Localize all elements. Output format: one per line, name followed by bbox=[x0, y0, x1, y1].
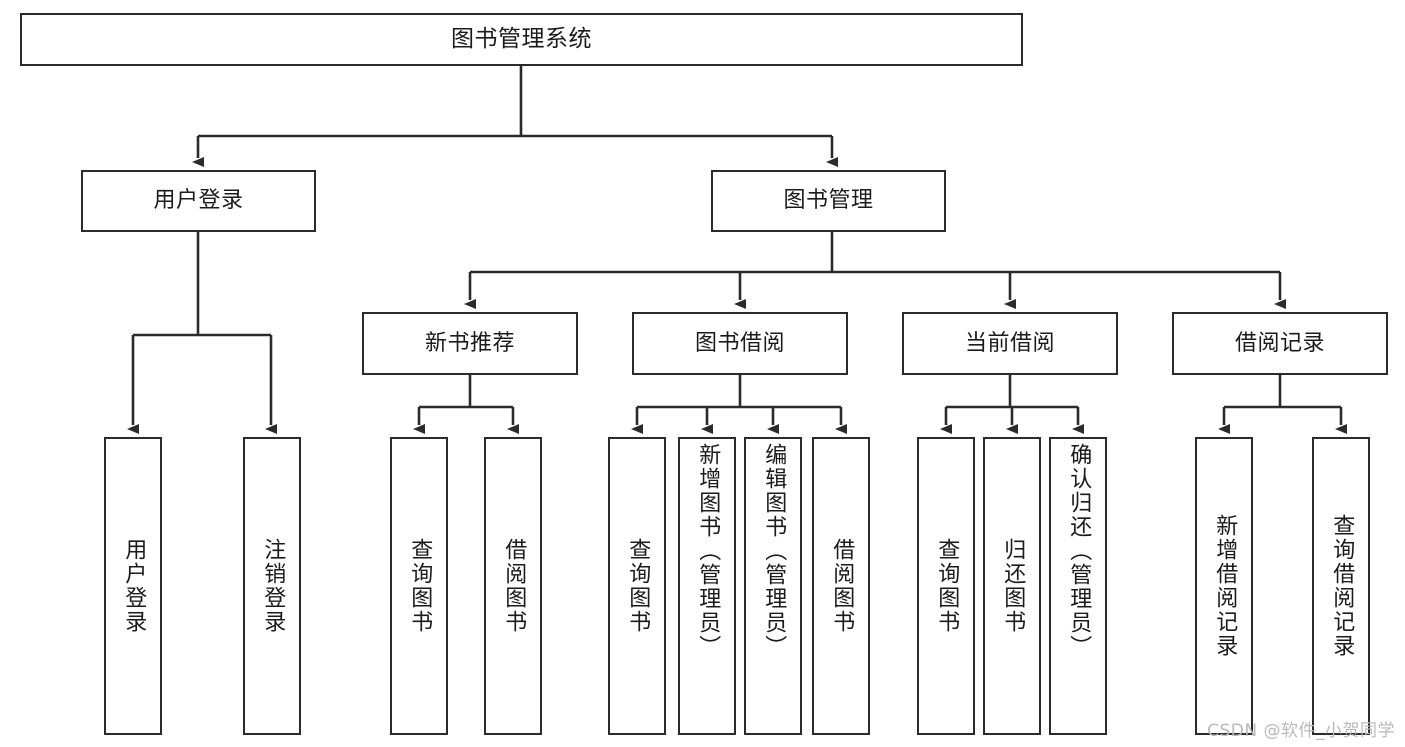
node-leaf-query-book-2[interactable]: 查询图书 bbox=[608, 437, 666, 735]
node-leaf-query-book-1[interactable]: 查询图书 bbox=[390, 437, 448, 735]
node-leaf-query-book-1-label: 查询图书 bbox=[407, 538, 433, 634]
node-user-login-label: 用户登录 bbox=[153, 188, 244, 214]
node-leaf-query-borrow-record[interactable]: 查询借阅记录 bbox=[1312, 437, 1370, 735]
edge-borrow-record-to-leaves bbox=[1218, 375, 1347, 434]
node-leaf-query-book-3[interactable]: 查询图书 bbox=[917, 437, 975, 735]
node-book-manage-label: 图书管理 bbox=[783, 188, 874, 214]
node-root[interactable]: 图书管理系统 bbox=[20, 13, 1023, 66]
node-book-manage[interactable]: 图书管理 bbox=[711, 170, 946, 232]
edge-root-to-level1 bbox=[192, 66, 838, 167]
node-leaf-borrow-book-1-label: 借阅图书 bbox=[501, 538, 527, 634]
node-leaf-borrow-book-2-label: 借阅图书 bbox=[829, 538, 855, 634]
node-leaf-query-book-3-label: 查询图书 bbox=[934, 538, 960, 634]
edge-user-login-to-leaves bbox=[127, 232, 277, 434]
node-user-login[interactable]: 用户登录 bbox=[81, 170, 316, 232]
watermark-text: CSDN @软件_小贺同学 bbox=[1207, 721, 1395, 741]
node-borrow-record[interactable]: 借阅记录 bbox=[1172, 312, 1388, 375]
edge-book-borrow-to-leaves bbox=[631, 375, 847, 434]
node-current-borrow[interactable]: 当前借阅 bbox=[902, 312, 1118, 375]
node-leaf-confirm-return-admin-label: 确认归还（管理员） bbox=[1066, 443, 1092, 659]
node-new-book-rec[interactable]: 新书推荐 bbox=[362, 312, 578, 375]
node-leaf-borrow-book-1[interactable]: 借阅图书 bbox=[484, 437, 542, 735]
node-new-book-rec-label: 新书推荐 bbox=[424, 330, 515, 356]
node-leaf-logout[interactable]: 注销登录 bbox=[243, 437, 301, 735]
node-leaf-edit-book-admin[interactable]: 编辑图书（管理员） bbox=[744, 437, 802, 735]
node-leaf-logout-label: 注销登录 bbox=[260, 538, 286, 634]
node-leaf-edit-book-admin-label: 编辑图书（管理员） bbox=[761, 443, 787, 659]
node-book-borrow-label: 图书借阅 bbox=[694, 330, 785, 356]
node-leaf-add-book-admin-label: 新增图书（管理员） bbox=[695, 443, 721, 659]
node-leaf-borrow-book-2[interactable]: 借阅图书 bbox=[812, 437, 870, 735]
node-leaf-user-login[interactable]: 用户登录 bbox=[104, 437, 162, 735]
node-leaf-confirm-return-admin[interactable]: 确认归还（管理员） bbox=[1049, 437, 1107, 735]
edge-book-manage-to-level2 bbox=[464, 232, 1286, 309]
node-leaf-user-login-label: 用户登录 bbox=[121, 538, 147, 634]
node-root-label: 图书管理系统 bbox=[451, 25, 592, 52]
node-leaf-add-book-admin[interactable]: 新增图书（管理员） bbox=[678, 437, 736, 735]
node-current-borrow-label: 当前借阅 bbox=[964, 330, 1055, 356]
edge-current-borrow-to-leaves bbox=[940, 375, 1084, 434]
node-leaf-query-book-2-label: 查询图书 bbox=[625, 538, 651, 634]
node-leaf-add-borrow-record-label: 新增借阅记录 bbox=[1212, 514, 1238, 658]
edge-new-book-rec-to-leaves bbox=[413, 375, 519, 434]
node-leaf-return-book[interactable]: 归还图书 bbox=[983, 437, 1041, 735]
node-borrow-record-label: 借阅记录 bbox=[1234, 330, 1325, 356]
node-leaf-query-borrow-record-label: 查询借阅记录 bbox=[1329, 514, 1355, 658]
node-leaf-add-borrow-record[interactable]: 新增借阅记录 bbox=[1195, 437, 1253, 735]
node-leaf-return-book-label: 归还图书 bbox=[1000, 538, 1026, 634]
node-book-borrow[interactable]: 图书借阅 bbox=[632, 312, 848, 375]
